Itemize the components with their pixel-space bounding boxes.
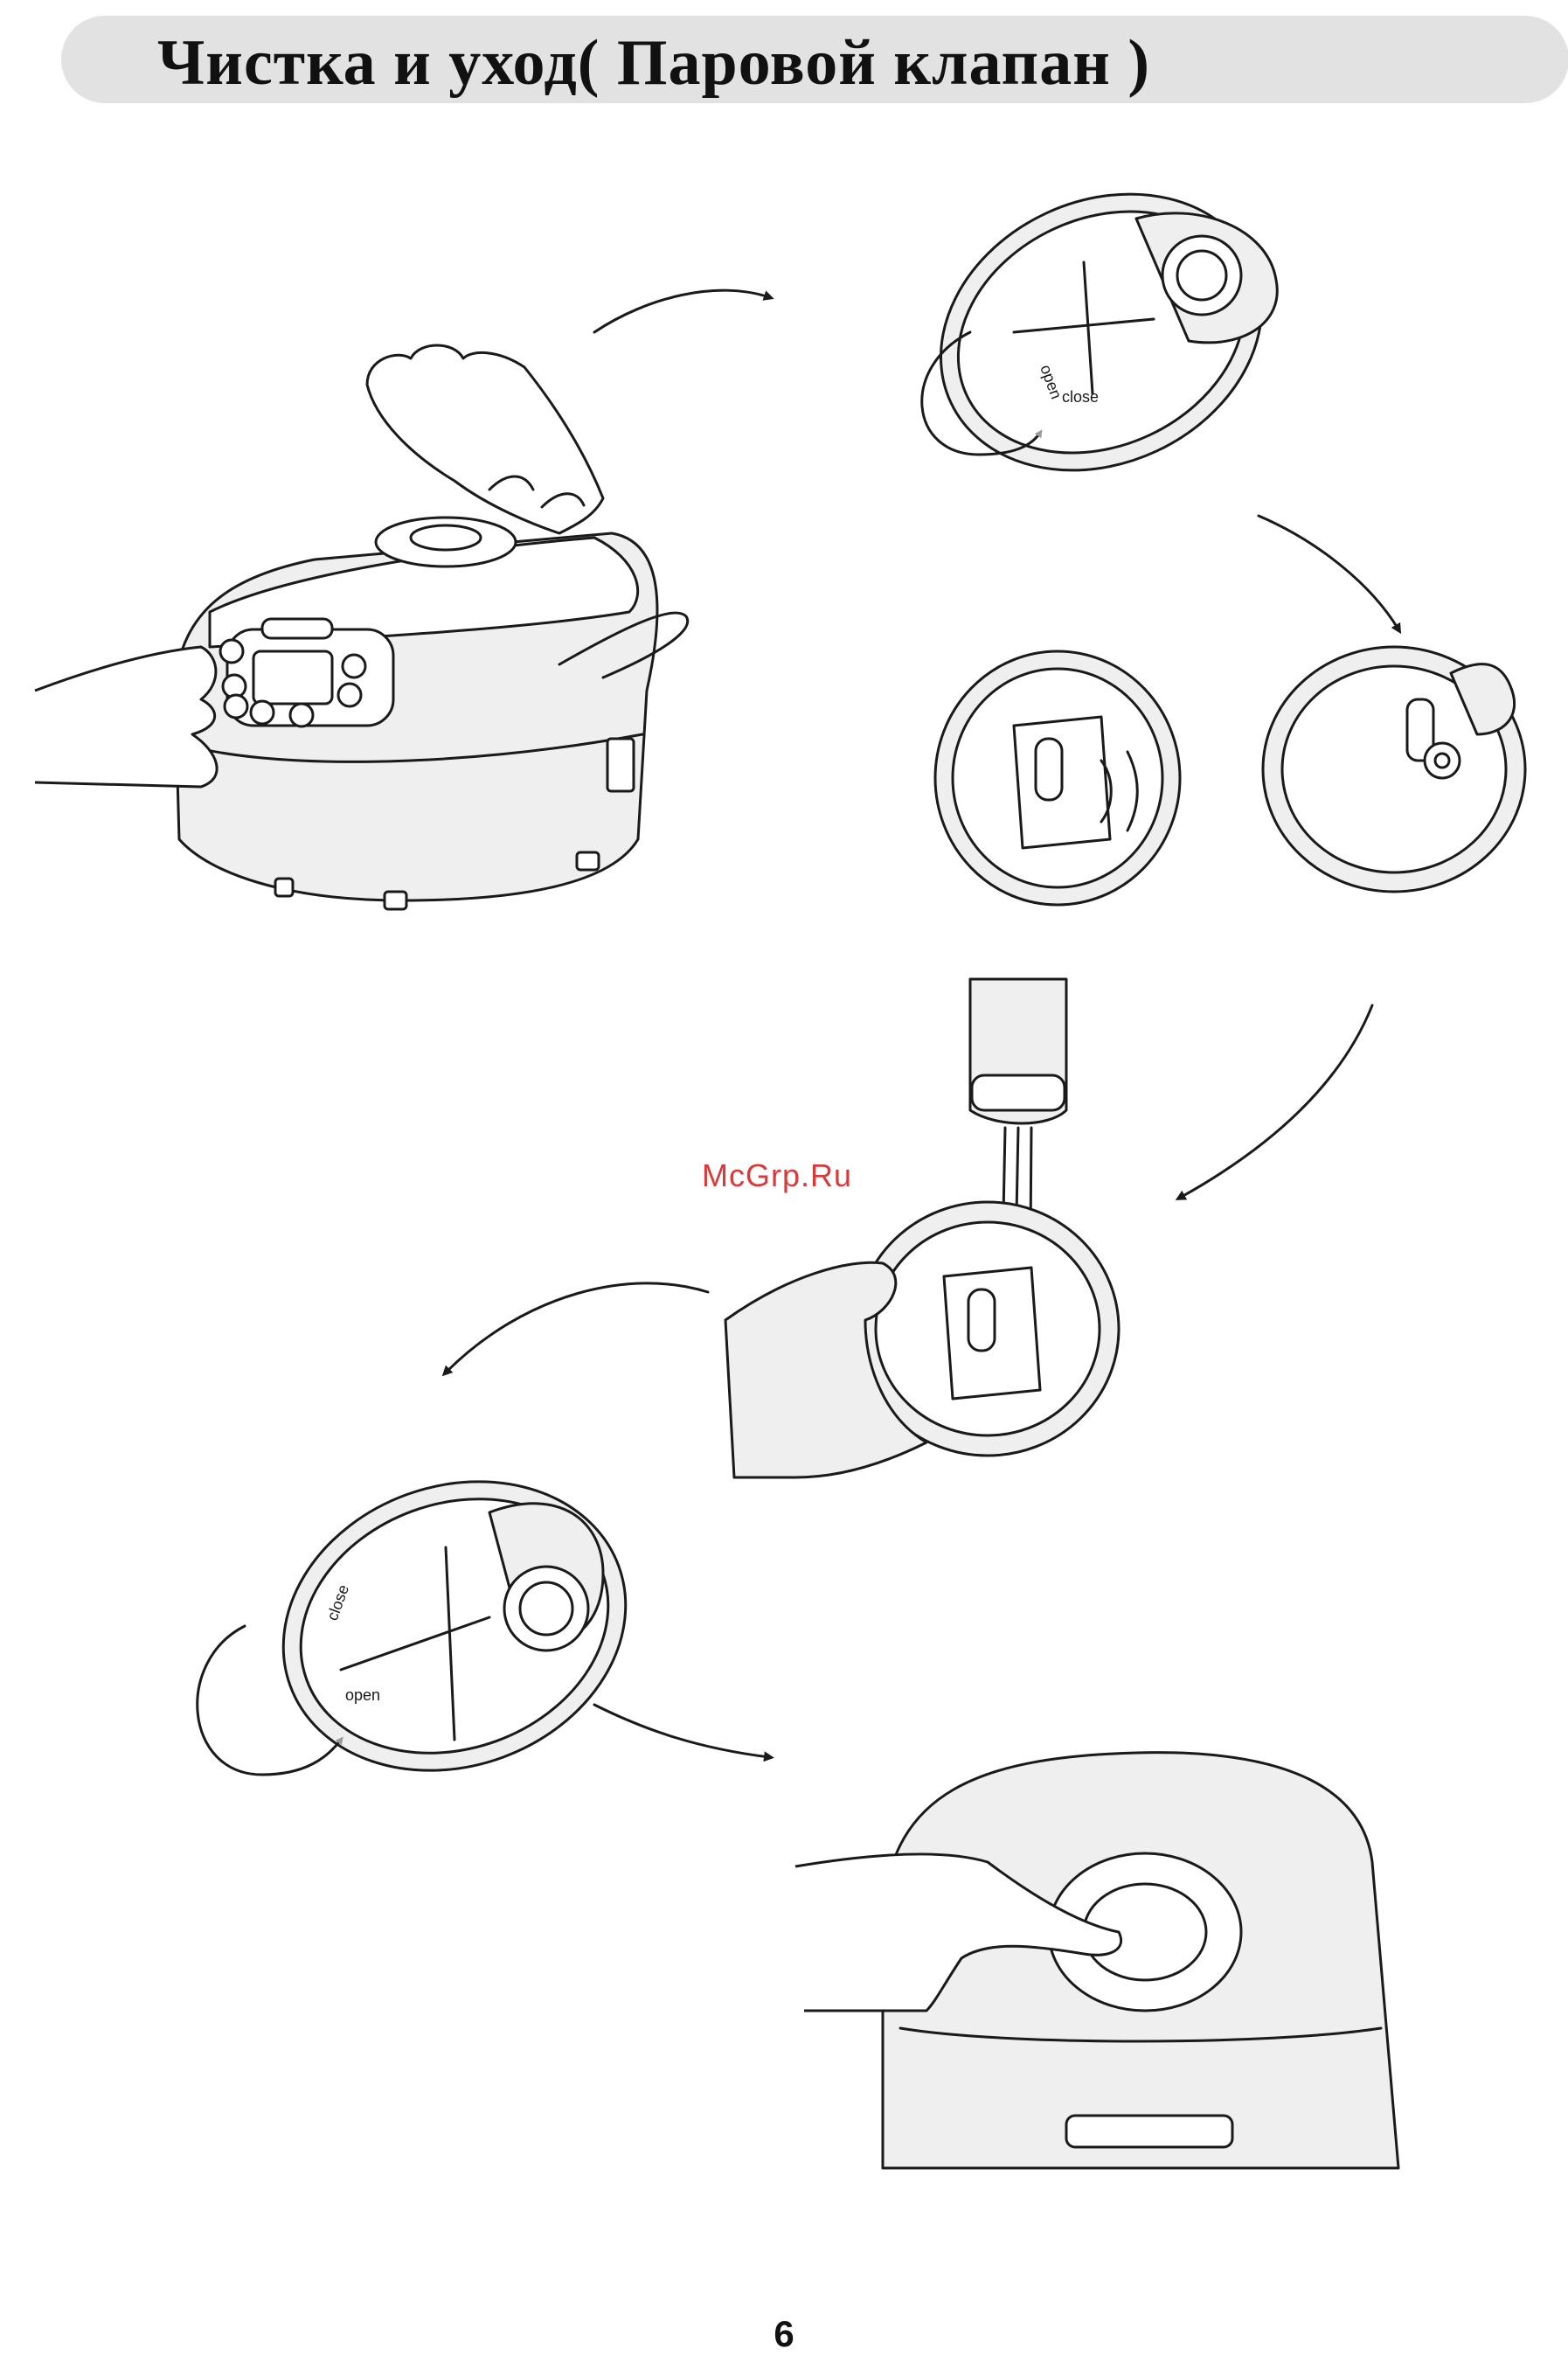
- valve-parts-illustration: [935, 647, 1525, 905]
- open-label-2: open: [345, 1686, 380, 1704]
- flow-arrow-icon: [594, 290, 769, 332]
- flow-arrow-icon: [1180, 1005, 1372, 1198]
- cover-reassembly-illustration: close open: [242, 1435, 666, 1817]
- washing-illustration: [725, 979, 1119, 1477]
- flow-arrow-icon: [594, 1705, 769, 1757]
- flow-arrow-icon: [1259, 516, 1398, 629]
- watermark: McGrp.Ru: [702, 1157, 852, 1194]
- page-number: 6: [0, 2313, 1568, 2355]
- flow-arrow-icon: [446, 1283, 708, 1373]
- close-label: close: [1062, 388, 1099, 406]
- cooker-valve-install-illustration: [795, 1753, 1398, 2168]
- steam-valve-cover-illustration: open close: [895, 143, 1307, 521]
- rice-cooker-illustration: [35, 345, 688, 909]
